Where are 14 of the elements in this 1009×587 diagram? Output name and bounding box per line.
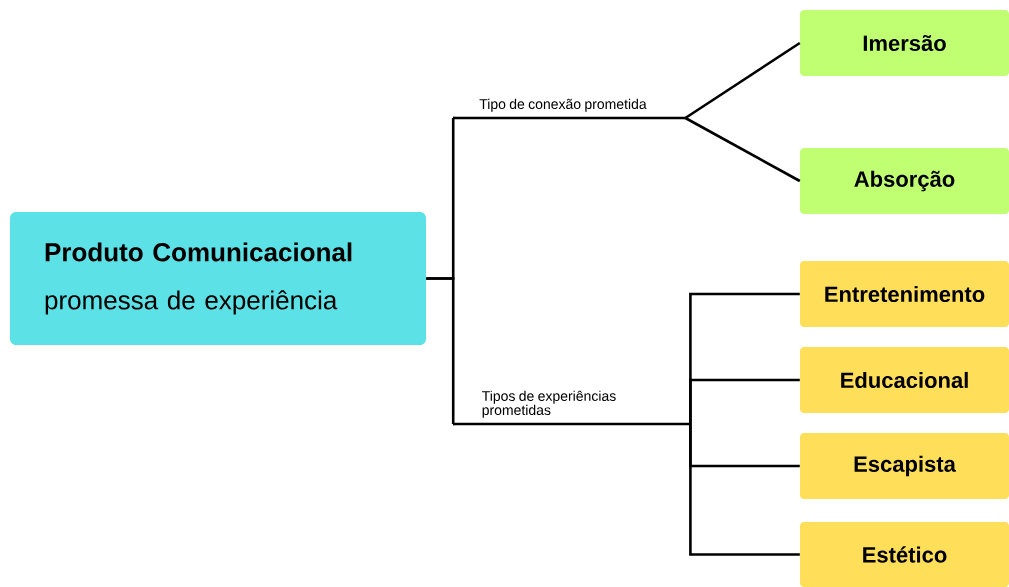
connector-line [689, 424, 800, 556]
connector-line [426, 277, 455, 426]
topic-box: Produto Comunicacional promessa de experiência [10, 212, 426, 345]
connector-line [684, 116, 801, 183]
category-box: Estético [800, 522, 1009, 587]
category-box: Educacional [800, 347, 1009, 413]
category-box: Entretenimento [800, 261, 1009, 327]
branch-label: Tipo de conexão prometida [453, 98, 686, 120]
category-box: Escapista [800, 433, 1009, 499]
connector-line [689, 378, 800, 424]
category-box: Imersão [800, 10, 1009, 76]
connector-line [684, 41, 801, 120]
branch-label: Tipos de experiências prometidas [453, 390, 691, 426]
category-box: Absorção [800, 148, 1009, 214]
